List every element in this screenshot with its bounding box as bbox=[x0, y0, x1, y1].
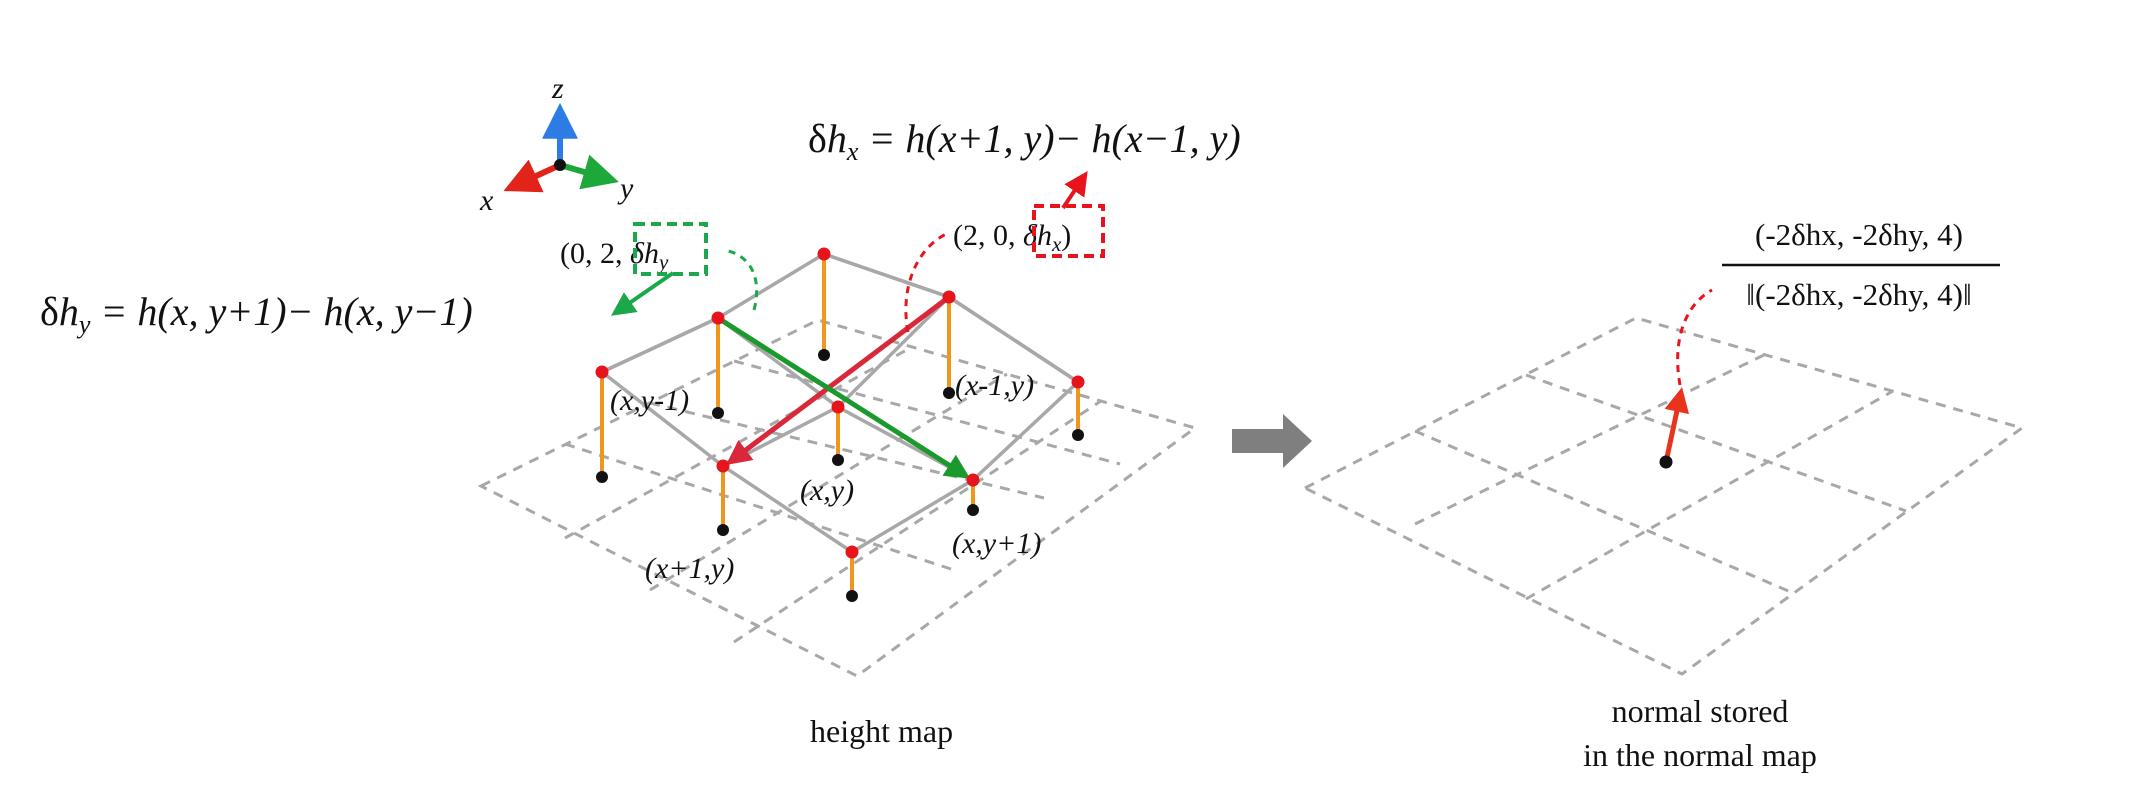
label-x-y: (x,y) bbox=[800, 474, 854, 507]
dhx-pointer-arrow bbox=[1061, 171, 1088, 210]
z-axis-label: z bbox=[551, 72, 564, 105]
normal-denominator: ‖(-2δhx, -2δhy, 4)‖ bbox=[1746, 277, 1971, 312]
axis-origin bbox=[554, 159, 566, 171]
base-points bbox=[596, 349, 1084, 602]
dhx-equation: δhx = h(x+1, y)− h(x−1, y) bbox=[808, 116, 1241, 166]
x-axis-arrow bbox=[503, 159, 562, 193]
height-map-caption: height map bbox=[810, 713, 953, 749]
dy-vector-sub: y bbox=[657, 250, 669, 274]
dx-vector-prefix: (2, 0, bbox=[953, 219, 1023, 252]
flow-arrow bbox=[1232, 414, 1312, 468]
dy-highlight-box bbox=[633, 222, 708, 276]
dx-vector-sub: x bbox=[1051, 232, 1062, 256]
dhy-equation: δhy = h(x, y+1)− h(x, y−1) bbox=[40, 289, 473, 339]
dx-leader-curve bbox=[904, 232, 947, 333]
dy-vector-prefix: (0, 2, bbox=[560, 237, 630, 270]
normal-caption-line2: in the normal map bbox=[1583, 737, 1817, 773]
dy-vector-label: (0, 2, δhy bbox=[560, 237, 669, 274]
dx-highlight-box bbox=[1032, 204, 1105, 258]
normal-vector-arrow bbox=[1663, 387, 1690, 463]
label-xp1-y: (x+1,y) bbox=[645, 552, 734, 585]
dhy-delta: δ bbox=[40, 289, 59, 334]
axis-triad: z x y bbox=[479, 72, 634, 217]
x-axis-label: x bbox=[479, 184, 494, 217]
label-x-yp1: (x,y+1) bbox=[952, 527, 1041, 560]
height-points bbox=[595, 247, 1085, 559]
normal-leader-curve bbox=[1676, 288, 1713, 386]
dhx-subscript: x bbox=[846, 137, 859, 166]
normal-caption-line1: normal stored bbox=[1612, 693, 1789, 729]
y-axis-arrow bbox=[559, 154, 619, 190]
dy-difference-arrow bbox=[716, 315, 971, 479]
dx-vector-label: (2, 0, δhx) bbox=[953, 219, 1071, 256]
y-axis-label: y bbox=[617, 172, 634, 205]
dhy-rhs: = h(x, y+1)− h(x, y−1) bbox=[90, 289, 472, 334]
dhy-subscript: y bbox=[76, 310, 91, 339]
dy-leader-curve bbox=[723, 248, 759, 311]
height-stems bbox=[600, 254, 1080, 596]
dhy-pointer-arrow bbox=[611, 271, 675, 316]
dhx-h: h bbox=[827, 116, 847, 161]
dhx-rhs: = h(x+1, y)− h(x−1, y) bbox=[858, 116, 1240, 161]
normal-numerator: (-2δhx, -2δhy, 4) bbox=[1755, 217, 1963, 252]
dx-difference-arrow bbox=[726, 295, 951, 466]
normal-map-grid bbox=[1301, 316, 2026, 676]
normal-base-point bbox=[1659, 455, 1673, 469]
label-xm1-y: (x-1,y) bbox=[955, 369, 1034, 402]
label-x-ym1: (x,y-1) bbox=[610, 384, 689, 417]
dhx-delta: δ bbox=[808, 116, 827, 161]
dhy-h: h bbox=[59, 289, 79, 334]
dx-vector-delta: δh bbox=[1023, 219, 1052, 252]
dx-vector-suffix: ) bbox=[1061, 219, 1071, 252]
